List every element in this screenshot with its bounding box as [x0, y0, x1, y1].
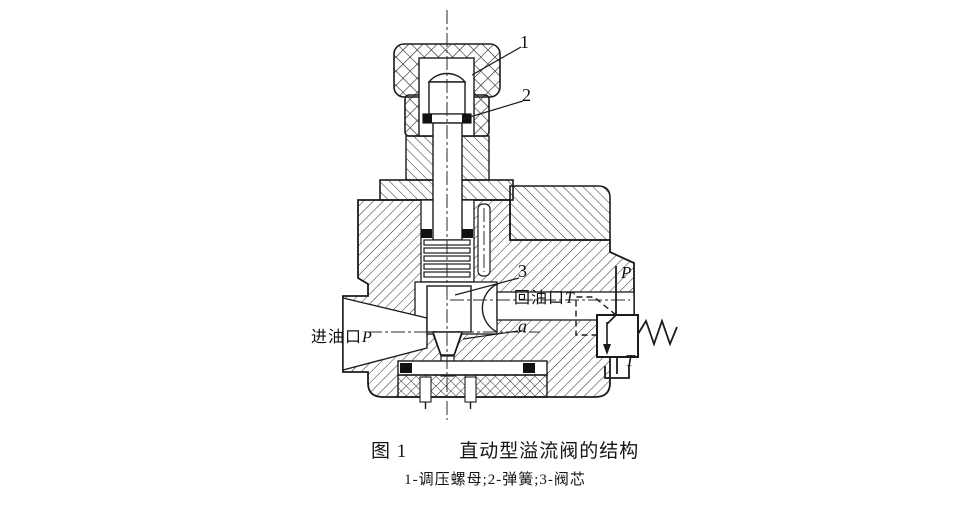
hydraulic-symbol — [575, 266, 678, 379]
figure-legend: 1-调压螺母;2-弹簧;3-阀芯 — [404, 472, 586, 488]
return-port-label: 回油口T — [514, 291, 575, 307]
figure-caption: 图 1 直动型溢流阀的结构 — [371, 436, 639, 463]
inlet-port-label: 进油口P — [311, 330, 373, 346]
symbol-tank-label: T — [625, 351, 635, 370]
figure-title: 直动型溢流阀的结构 — [459, 441, 640, 462]
pilot-line — [575, 296, 617, 336]
leader-lines — [454, 46, 524, 340]
flow-arrow-icon — [603, 344, 611, 355]
inlet-port-text: 进油口 — [311, 329, 363, 346]
callout-1: 1 — [520, 32, 529, 52]
tank-symbol-icon — [604, 366, 630, 379]
bottom-plug-shape — [397, 360, 548, 409]
callout-3: 3 — [518, 261, 527, 281]
callout-a: a — [518, 316, 527, 336]
symbol-pressure-label: P — [621, 263, 632, 282]
callout-2: 2 — [522, 85, 531, 105]
inlet-port-symbol: P — [362, 329, 373, 346]
return-port-text: 回油口 — [514, 290, 566, 307]
spring-symbol-icon — [637, 318, 678, 347]
return-port-symbol: T — [565, 290, 575, 307]
figure-number: 图 1 — [371, 441, 408, 462]
